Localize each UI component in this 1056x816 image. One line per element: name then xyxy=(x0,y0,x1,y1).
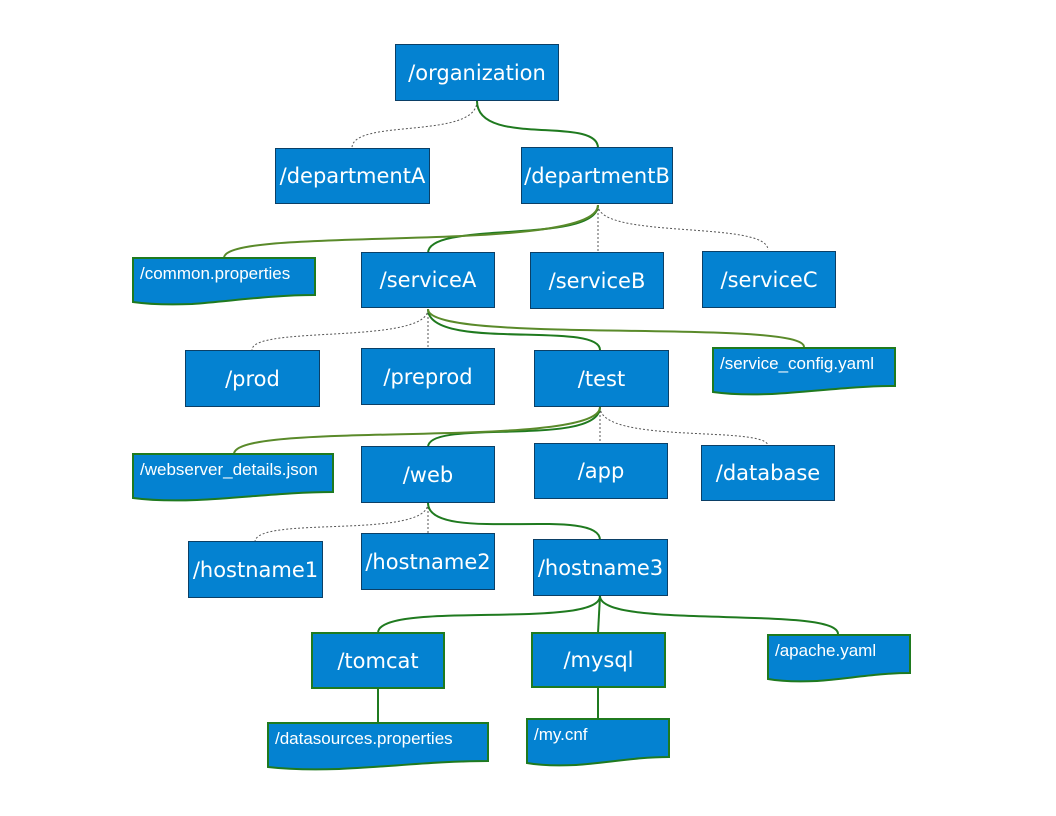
document-shape-icon xyxy=(132,257,316,306)
file-service-config: /service_config.yaml xyxy=(712,347,896,396)
connector-organization-departmentB xyxy=(476,100,599,149)
connector-hostname3-mysql xyxy=(597,595,601,634)
file-common-properties-label: /common.properties xyxy=(140,264,291,283)
node-tomcat-label: /tomcat xyxy=(337,648,419,673)
node-prod-label: /prod xyxy=(225,366,280,391)
connector-serviceA-service-config xyxy=(427,308,805,348)
node-preprod-label: /preprod xyxy=(383,364,473,389)
node-hostname1-label: /hostname1 xyxy=(192,557,319,582)
file-datasources-properties-label: /datasources.properties xyxy=(275,729,453,748)
node-prod: /prod xyxy=(185,350,320,407)
node-mysql: /mysql xyxy=(531,632,666,688)
connector-serviceA-prod xyxy=(251,308,429,351)
node-organization-label: /organization xyxy=(408,60,546,85)
node-database-label: /database xyxy=(715,461,821,485)
node-serviceB: /serviceB xyxy=(530,252,664,309)
node-test-label: /test xyxy=(577,366,626,391)
file-my-cnf: /my.cnf xyxy=(526,718,670,767)
file-apache-yaml-label: /apache.yaml xyxy=(775,641,877,660)
node-serviceB-label: /serviceB xyxy=(548,268,646,293)
node-app: /app xyxy=(534,443,668,499)
connector-serviceA-test xyxy=(427,308,601,351)
node-tomcat: /tomcat xyxy=(311,632,445,689)
node-serviceC: /serviceC xyxy=(702,251,836,308)
node-web-label: /web xyxy=(402,462,454,487)
node-departmentA: /departmentA xyxy=(275,148,430,204)
connector-hostname3-tomcat xyxy=(377,595,601,634)
document-shape-icon xyxy=(767,634,911,683)
file-apache-yaml: /apache.yaml xyxy=(767,634,911,683)
node-app-label: /app xyxy=(577,459,625,483)
document-shape-icon xyxy=(132,453,334,502)
node-hostname1: /hostname1 xyxy=(188,541,323,598)
node-mysql-label: /mysql xyxy=(563,648,634,672)
node-departmentA-label: /departmentA xyxy=(279,164,426,188)
file-webserver-details-label: /webserver_details.json xyxy=(140,460,318,479)
connector-departmentB-common-properties xyxy=(223,204,599,259)
connector-hostname3-apache xyxy=(599,595,839,635)
node-database: /database xyxy=(701,445,835,501)
node-serviceA-label: /serviceA xyxy=(379,268,477,292)
node-serviceA: /serviceA xyxy=(361,252,495,308)
node-hostname2: /hostname2 xyxy=(361,533,495,590)
connector-web-hostname3 xyxy=(427,502,601,541)
node-hostname3: /hostname3 xyxy=(533,539,668,596)
connector-test-database xyxy=(599,406,769,447)
node-departmentB-label: /departmentB xyxy=(524,163,670,188)
node-preprod: /preprod xyxy=(361,348,495,405)
node-hostname2-label: /hostname2 xyxy=(365,549,491,574)
node-serviceC-label: /serviceC xyxy=(720,267,818,292)
connector-test-web xyxy=(427,406,601,448)
node-test: /test xyxy=(534,350,669,407)
file-datasources-properties: /datasources.properties xyxy=(267,722,489,771)
connector-test-webserver-details xyxy=(233,406,601,455)
file-service-config-label: /service_config.yaml xyxy=(720,354,875,373)
node-web: /web xyxy=(361,446,495,503)
document-shape-icon xyxy=(526,718,670,767)
document-shape-icon xyxy=(267,722,489,771)
connector-departmentB-serviceC xyxy=(597,204,769,251)
file-my-cnf-label: /my.cnf xyxy=(534,725,588,744)
node-organization: /organization xyxy=(395,44,559,101)
connector-departmentB-serviceA xyxy=(427,204,599,254)
node-hostname3-label: /hostname3 xyxy=(537,555,664,580)
node-departmentB: /departmentB xyxy=(521,147,673,204)
file-webserver-details: /webserver_details.json xyxy=(132,453,334,502)
connector-organization-departmentA xyxy=(351,100,478,149)
file-common-properties: /common.properties xyxy=(132,257,316,306)
document-shape-icon xyxy=(712,347,896,396)
